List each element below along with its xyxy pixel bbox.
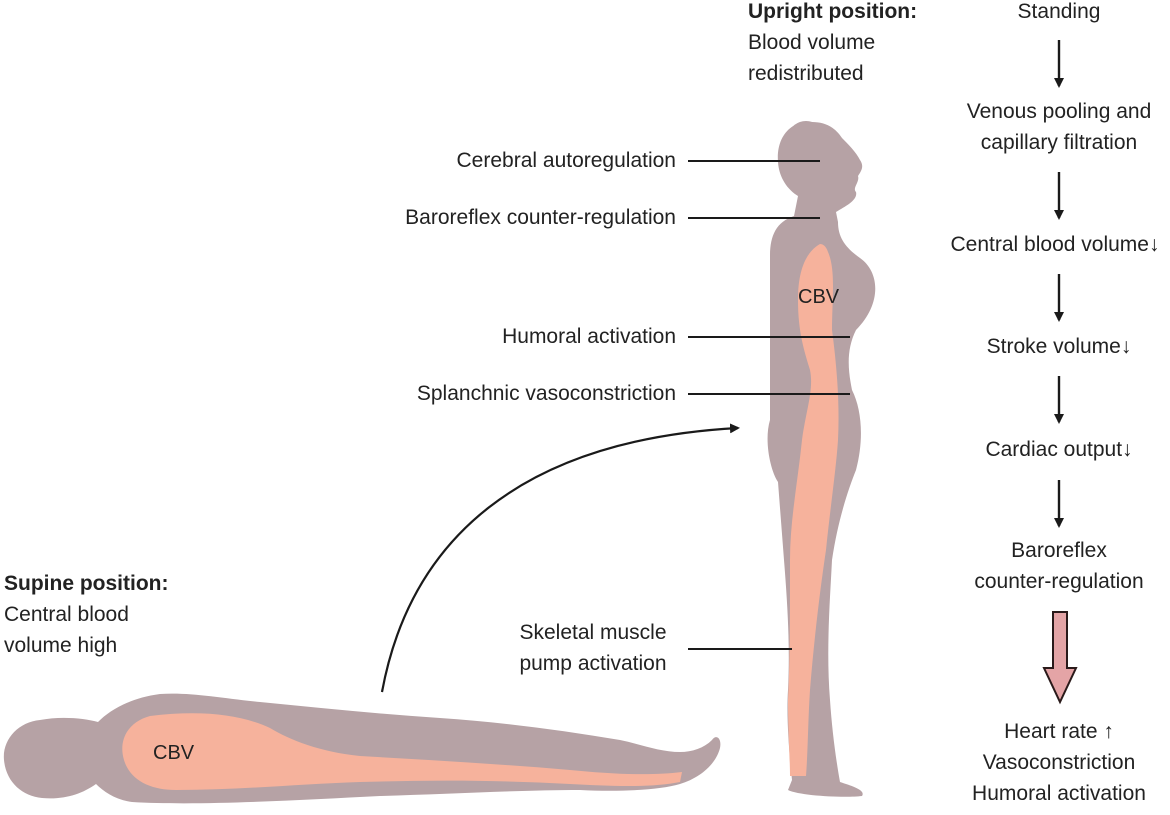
flow-step-baroreflex-line-1: Baroreflex: [1011, 539, 1107, 562]
flow-result: Heart rate ↑ Vasoconstriction Humoral ac…: [939, 716, 1170, 809]
callout-skeletal-muscle-pump: Skeletal muscle pump activation: [508, 617, 678, 679]
callout-skeletal-line-2: pump activation: [519, 652, 667, 675]
supine-line-2: volume high: [4, 634, 118, 657]
cbv-label-lying: CBV: [153, 742, 195, 764]
flow-step-venous-pooling: Venous pooling and capillary filtration: [939, 96, 1170, 158]
supine-position-label: Supine position: Central blood volume hi…: [4, 568, 168, 661]
callout-skeletal-line-1: Skeletal muscle: [519, 621, 667, 644]
callout-baroreflex-counter-regulation: Baroreflex counter-regulation: [405, 206, 676, 229]
flow-step-baroreflex: Baroreflex counter-regulation: [939, 535, 1170, 597]
flow-step-baroreflex-line-2: counter-regulation: [974, 570, 1144, 593]
flow-step-venous-line-1: Venous pooling and: [966, 100, 1152, 123]
flow-step-venous-line-2: capillary filtration: [980, 131, 1138, 154]
cbv-label-standing: CBV: [798, 286, 840, 308]
callout-splanchnic-vasoconstriction: Splanchnic vasoconstriction: [416, 382, 676, 405]
flow-step-central-blood-volume: Central blood volume↓: [950, 233, 1160, 256]
flow-step-standing: Standing: [1017, 0, 1101, 23]
flow-result-vasoconstriction: Vasoconstriction: [982, 751, 1136, 774]
upright-title: Upright position:: [748, 0, 918, 23]
supine-title: Supine position:: [4, 572, 169, 595]
callout-humoral-activation: Humoral activation: [502, 325, 676, 348]
curved-transition-arrow: [380, 423, 740, 693]
flow-result-heart-rate: Heart rate ↑: [1004, 720, 1114, 743]
upright-line-2: redistributed: [748, 62, 864, 85]
lying-body-silhouette: [3, 693, 721, 804]
lying-blood-volume: [122, 713, 682, 790]
callout-cerebral-autoregulation: Cerebral autoregulation: [456, 149, 676, 172]
flow-step-cardiac-output: Cardiac output↓: [985, 438, 1133, 461]
flow-result-humoral: Humoral activation: [972, 782, 1146, 805]
upright-line-1: Blood volume: [748, 31, 876, 54]
flow-step-stroke-volume: Stroke volume↓: [986, 335, 1132, 358]
supine-line-1: Central blood: [4, 603, 129, 626]
standing-blood-volume: [788, 244, 839, 776]
big-result-arrow: [1042, 611, 1078, 705]
upright-position-label: Upright position: Blood volume redistrib…: [748, 0, 917, 89]
